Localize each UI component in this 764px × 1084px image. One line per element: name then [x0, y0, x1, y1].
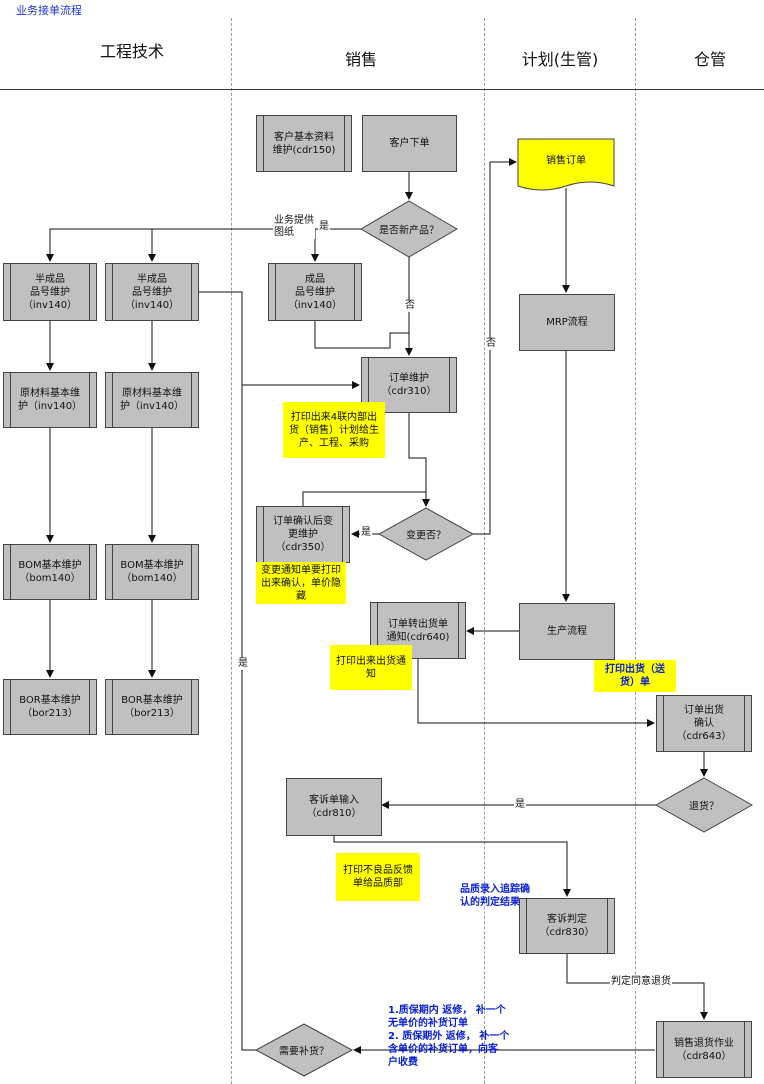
decision-return-label: 退货？ — [689, 801, 719, 813]
header-divider — [0, 89, 764, 90]
lane-divider-3 — [635, 18, 636, 1084]
bor-maint-1[interactable]: BOR基本维护 （bor213） — [3, 679, 97, 735]
note-print-order: 打印出来4联内部出 货（销售）计划给生 产、工程、采购 — [283, 402, 385, 458]
lane-header-planning: 计划(生管) — [521, 50, 599, 69]
edge-label-yes-replenish: 是 — [237, 658, 249, 670]
customer-order[interactable]: 客户下单 — [362, 115, 457, 172]
note-replenish-rules: 1.质保期内 返修， 补一个 无单价的补货订单 2. 质保期外 返修， 补一个 … — [388, 1005, 510, 1068]
sales-return-operation[interactable]: 销售退货作业 （cdr840） — [656, 1021, 752, 1078]
edge-label-judge-return: 判定同意退货 — [610, 976, 672, 988]
note-print-defect: 打印不良品反馈 单给品质部 — [336, 853, 420, 901]
decision-changed-label: 变更否？ — [406, 530, 446, 542]
edge-label-no-new-product: 否 — [404, 300, 416, 312]
semi-product-item-maint-2[interactable]: 半成品 品号维护 （inv140） — [105, 263, 199, 321]
finished-product-item-maint[interactable]: 成品 品号维护 （inv140） — [268, 263, 362, 321]
decision-is-new-product-label: 是否新产品？ — [379, 225, 439, 237]
lane-header-sales: 销售 — [344, 50, 377, 69]
note-print-ship: 打印出货（送 货）单 — [594, 660, 676, 692]
complaint-judge[interactable]: 客诉判定 （cdr830） — [519, 898, 615, 954]
edge-label-yes-return: 是 — [514, 799, 526, 811]
order-ship-confirm[interactable]: 订单出货 确认 （cdr643） — [656, 695, 752, 752]
bom-maint-1[interactable]: BOM基本维护 （bom140） — [3, 544, 97, 600]
lane-divider-1 — [231, 18, 232, 1084]
edge-label-no-changed: 否 — [485, 338, 497, 350]
edge-label-biz-provide-drawing: 业务提供 图纸 — [273, 215, 315, 239]
note-print-change: 变更通知单要打印 出来确认，单价隐 藏 — [256, 562, 346, 604]
sales-order-document-label: 销售订单 — [546, 155, 586, 167]
decision-need-replenish — [254, 1023, 354, 1077]
lane-header-engineering: 工程技术 — [99, 42, 164, 61]
decision-need-replenish-label: 需要补货？ — [279, 1046, 329, 1058]
semi-product-item-maint-1[interactable]: 半成品 品号维护 （inv140） — [3, 263, 97, 321]
page-title: 业务接单流程 — [16, 4, 82, 17]
note-print-ship-notice: 打印出来出货通 知 — [330, 645, 412, 690]
raw-material-maint-2[interactable]: 原材料基本维 护（inv140） — [105, 372, 199, 428]
raw-material-maint-1[interactable]: 原材料基本维 护（inv140） — [3, 372, 97, 428]
bor-maint-2[interactable]: BOR基本维护 （bor213） — [105, 679, 199, 735]
complaint-input[interactable]: 客诉单输入 （cdr810） — [286, 778, 382, 836]
sales-order-document-shape — [517, 138, 615, 191]
note-quality-result: 品质录入追踪确 认的判定结果 — [460, 884, 530, 908]
lane-header-warehouse: 仓管 — [693, 50, 726, 69]
production-process[interactable]: 生产流程 — [519, 603, 615, 660]
edge-label-yes-changed: 是 — [360, 527, 372, 539]
edge-label-yes-new-product: 是 — [318, 221, 330, 233]
decision-return — [654, 777, 754, 833]
customer-master-maint[interactable]: 客户基本资料 维护(cdr150) — [256, 115, 352, 172]
decision-changed — [377, 507, 475, 561]
mrp-process[interactable]: MRP流程 — [519, 294, 615, 351]
order-change-maint[interactable]: 订单确认后变 更维护 （cdr350） — [256, 506, 350, 563]
lane-divider-2 — [484, 18, 485, 1084]
bom-maint-2[interactable]: BOM基本维护 （bom140） — [105, 544, 199, 600]
